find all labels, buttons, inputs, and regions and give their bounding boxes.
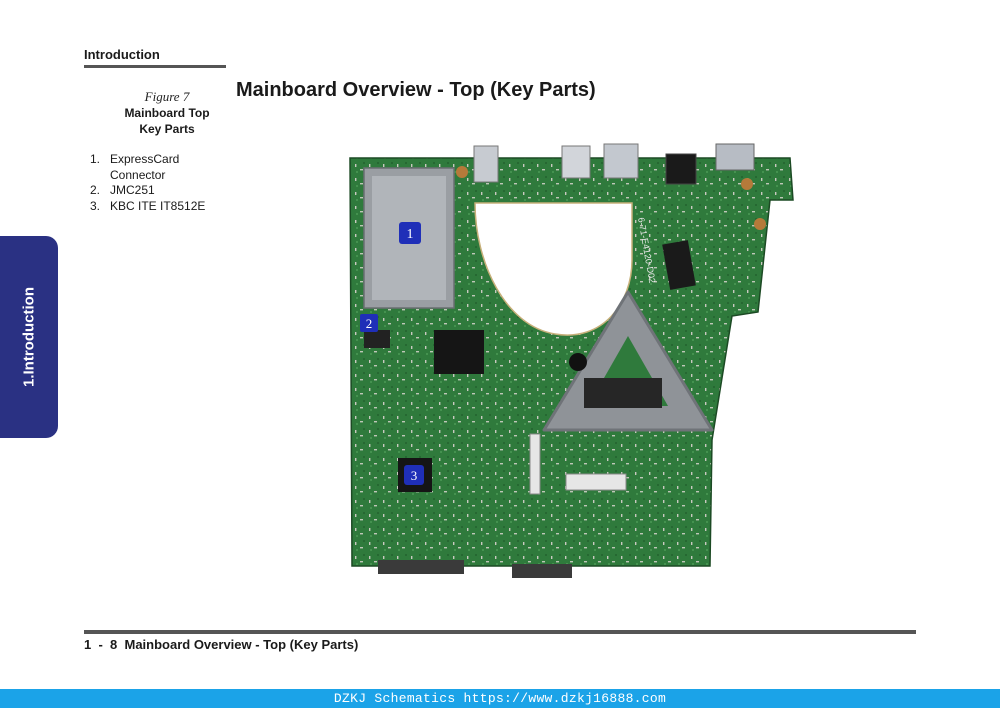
callout-marker-2: 2 (360, 314, 378, 332)
heatsink (542, 290, 714, 432)
callout-label-3: 3 (411, 468, 418, 483)
top-connectors (456, 143, 766, 230)
list-item-label: JMC251 (110, 183, 155, 197)
section-heading: Introduction (84, 47, 160, 62)
bottom-connectors (378, 560, 572, 578)
figure-title-line1: Mainboard Top (124, 106, 210, 120)
callout-marker-3: 3 (404, 465, 424, 485)
callout-marker-1: 1 (399, 222, 421, 244)
chapter-tab-label: 1.Introduction (20, 287, 38, 387)
mainboard-illustration: 1 2 3 6-71-E4120-D02 (349, 143, 794, 578)
figure-number: Figure 7 (144, 89, 190, 104)
list-item: 3. KBC ITE IT8512E (90, 199, 230, 215)
chapter-tab[interactable]: 1.Introduction (0, 236, 58, 438)
list-item-label: ExpressCard Connector (110, 152, 180, 182)
figure-caption: Figure 7 Mainboard Top Key Parts (96, 89, 238, 137)
callout-label-2: 2 (366, 316, 373, 331)
section-heading-rule (84, 65, 226, 68)
callouts: 1 2 3 (360, 222, 424, 485)
list-item-number: 1. (90, 152, 101, 166)
footer-title: Mainboard Overview - Top (Key Parts) (124, 637, 359, 652)
list-item-label: KBC ITE IT8512E (110, 198, 206, 213)
key-parts-list: 1. ExpressCard Connector 2. JMC251 3. KBC I… (90, 152, 230, 214)
list-item: 2. JMC251 (90, 183, 230, 199)
list-item-number: 2. (90, 183, 101, 197)
page-footer: 1 - 8 Mainboard Overview - Top (Key Part… (84, 637, 358, 652)
mainboard-photo: 1 2 3 6-71-E4120-D02 (340, 140, 800, 580)
list-item: 1. ExpressCard Connector (90, 152, 230, 183)
watermark-bar: DZKJ Schematics https://www.dzkj16888.co… (0, 689, 1000, 708)
figure-title-line2: Key Parts (139, 122, 195, 136)
page-number: 1 - 8 (84, 637, 118, 652)
list-item-number: 3. (90, 198, 101, 213)
callout-label-1: 1 (407, 227, 414, 242)
footer-rule (84, 630, 916, 634)
chips (364, 240, 696, 495)
page-title: Mainboard Overview - Top (Key Parts) (236, 79, 596, 101)
